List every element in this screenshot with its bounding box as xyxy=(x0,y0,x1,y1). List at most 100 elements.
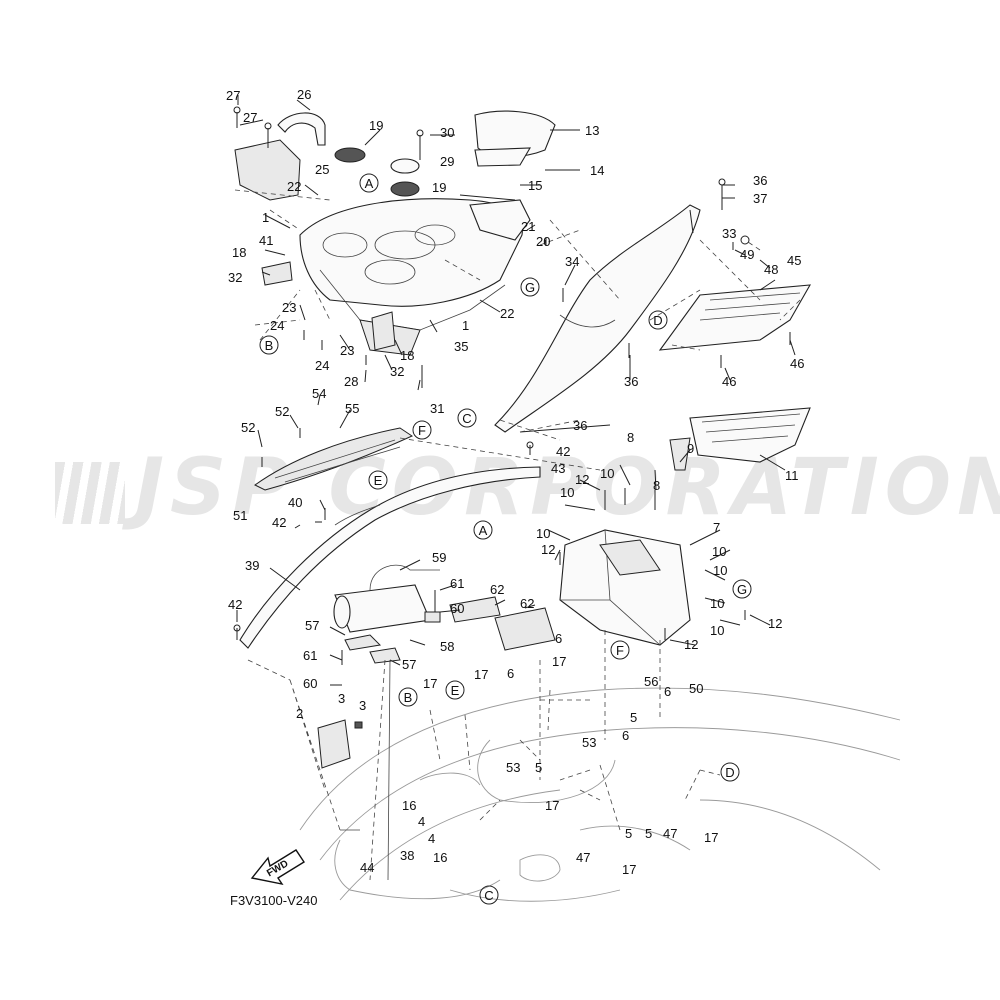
ref-b-top: B xyxy=(265,338,274,353)
part-label-61b: 61 xyxy=(303,648,317,663)
part-label-42b: 42 xyxy=(272,515,286,530)
part-label-40: 40 xyxy=(288,495,302,510)
ref-circle-a-top xyxy=(359,173,379,193)
leader-lines xyxy=(234,95,801,881)
ref-b-low: B xyxy=(404,690,413,705)
part-label-6b: 6 xyxy=(507,666,514,681)
part-label-18b: 18 xyxy=(400,348,414,363)
part-label-37: 37 xyxy=(753,191,767,206)
part-number-labels: 27 27 26 19 30 13 29 14 25 19 22 15 36 3… xyxy=(226,87,804,877)
part-label-17a: 17 xyxy=(552,654,566,669)
ref-circle-f-low xyxy=(610,640,630,660)
part-label-13: 13 xyxy=(585,123,599,138)
part-label-26: 26 xyxy=(297,87,311,102)
ref-a-mid: A xyxy=(479,523,488,538)
ref-circle-e-low xyxy=(445,680,465,700)
part-label-8a: 8 xyxy=(627,430,634,445)
part-label-10e: 10 xyxy=(713,563,727,578)
part-label-10c: 10 xyxy=(536,526,550,541)
ref-g-top: G xyxy=(525,280,535,295)
part-label-36c: 36 xyxy=(573,418,587,433)
ref-circle-g-mid xyxy=(732,579,752,599)
part-label-10f: 10 xyxy=(710,596,724,611)
part-label-12c: 12 xyxy=(768,616,782,631)
part-label-10a: 10 xyxy=(600,466,614,481)
part-label-62a: 62 xyxy=(490,582,504,597)
ref-g-mid: G xyxy=(737,582,747,597)
ref-d-top: D xyxy=(653,313,662,328)
ref-circle-c-low xyxy=(479,885,499,905)
part-label-6d: 6 xyxy=(622,728,629,743)
part-label-16b: 16 xyxy=(433,850,447,865)
part-label-19b: 19 xyxy=(432,180,446,195)
part-label-34: 34 xyxy=(565,254,579,269)
part-label-18a: 18 xyxy=(232,245,246,260)
part-label-17e: 17 xyxy=(704,830,718,845)
part-label-58: 58 xyxy=(440,639,454,654)
ref-c-mid: C xyxy=(462,411,471,426)
part-label-12b: 12 xyxy=(541,542,555,557)
ref-circle-f-mid xyxy=(412,420,432,440)
part-label-43: 43 xyxy=(551,461,565,476)
part-label-7: 7 xyxy=(713,520,720,535)
part-label-57b: 57 xyxy=(402,657,416,672)
part-label-38: 38 xyxy=(400,848,414,863)
part-label-27: 27 xyxy=(226,88,240,103)
part-label-22a: 22 xyxy=(287,179,301,194)
part-label-59: 59 xyxy=(432,550,446,565)
battery-box xyxy=(333,564,556,665)
part-label-44: 44 xyxy=(360,860,374,875)
part-label-24b: 24 xyxy=(315,358,329,373)
part-label-6a: 6 xyxy=(555,631,562,646)
part-label-5b: 5 xyxy=(535,760,542,775)
part-label-3a: 3 xyxy=(338,691,345,706)
part-label-57a: 57 xyxy=(305,618,319,633)
ref-letter-markers: A B G D C F E A G F B E D C xyxy=(259,173,752,905)
part-label-14: 14 xyxy=(590,163,604,178)
part-label-52b: 52 xyxy=(241,420,255,435)
part-label-5c: 5 xyxy=(625,826,632,841)
part-label-9: 9 xyxy=(687,441,694,456)
part-label-47b: 47 xyxy=(576,850,590,865)
side-panel-assembly xyxy=(494,178,812,433)
part-label-51: 51 xyxy=(233,508,247,523)
gunwale-assembly xyxy=(233,427,541,649)
fwd-arrow-icon: FWD xyxy=(250,849,305,886)
storage-box xyxy=(559,437,746,646)
part-label-4b: 4 xyxy=(428,831,435,846)
part-label-21: 21 xyxy=(521,219,535,234)
part-label-10b: 10 xyxy=(560,485,574,500)
part-label-39: 39 xyxy=(245,558,259,573)
part-label-42c: 42 xyxy=(228,597,242,612)
part-label-28: 28 xyxy=(344,374,358,389)
part-label-47a: 47 xyxy=(663,826,677,841)
part-label-5d: 5 xyxy=(645,826,652,841)
part-label-15: 15 xyxy=(528,178,542,193)
part-label-53a: 53 xyxy=(582,735,596,750)
part-label-60b: 60 xyxy=(303,676,317,691)
part-label-10g: 10 xyxy=(710,623,724,638)
part-label-5a: 5 xyxy=(630,710,637,725)
ref-circle-b-low xyxy=(398,687,418,707)
ref-circle-d-top xyxy=(648,310,668,330)
ref-circle-d-low xyxy=(720,762,740,782)
ref-e-mid: E xyxy=(374,473,383,488)
part-label-23a: 23 xyxy=(282,300,296,315)
relay-box xyxy=(317,719,363,769)
part-label-46a: 46 xyxy=(790,356,804,371)
part-label-27b: 27 xyxy=(243,110,257,125)
part-label-22b: 22 xyxy=(500,306,514,321)
part-label-29: 29 xyxy=(440,154,454,169)
part-label-41: 41 xyxy=(259,233,273,248)
ref-circle-c-mid xyxy=(457,408,477,428)
part-label-12a: 12 xyxy=(575,472,589,487)
ref-circle-g-top xyxy=(520,277,540,297)
part-label-52a: 52 xyxy=(275,404,289,419)
part-label-35: 35 xyxy=(454,339,468,354)
part-label-62b: 62 xyxy=(520,596,534,611)
part-label-25: 25 xyxy=(315,162,329,177)
part-label-19a: 19 xyxy=(369,118,383,133)
part-label-30: 30 xyxy=(440,125,454,140)
part-label-12d: 12 xyxy=(684,637,698,652)
